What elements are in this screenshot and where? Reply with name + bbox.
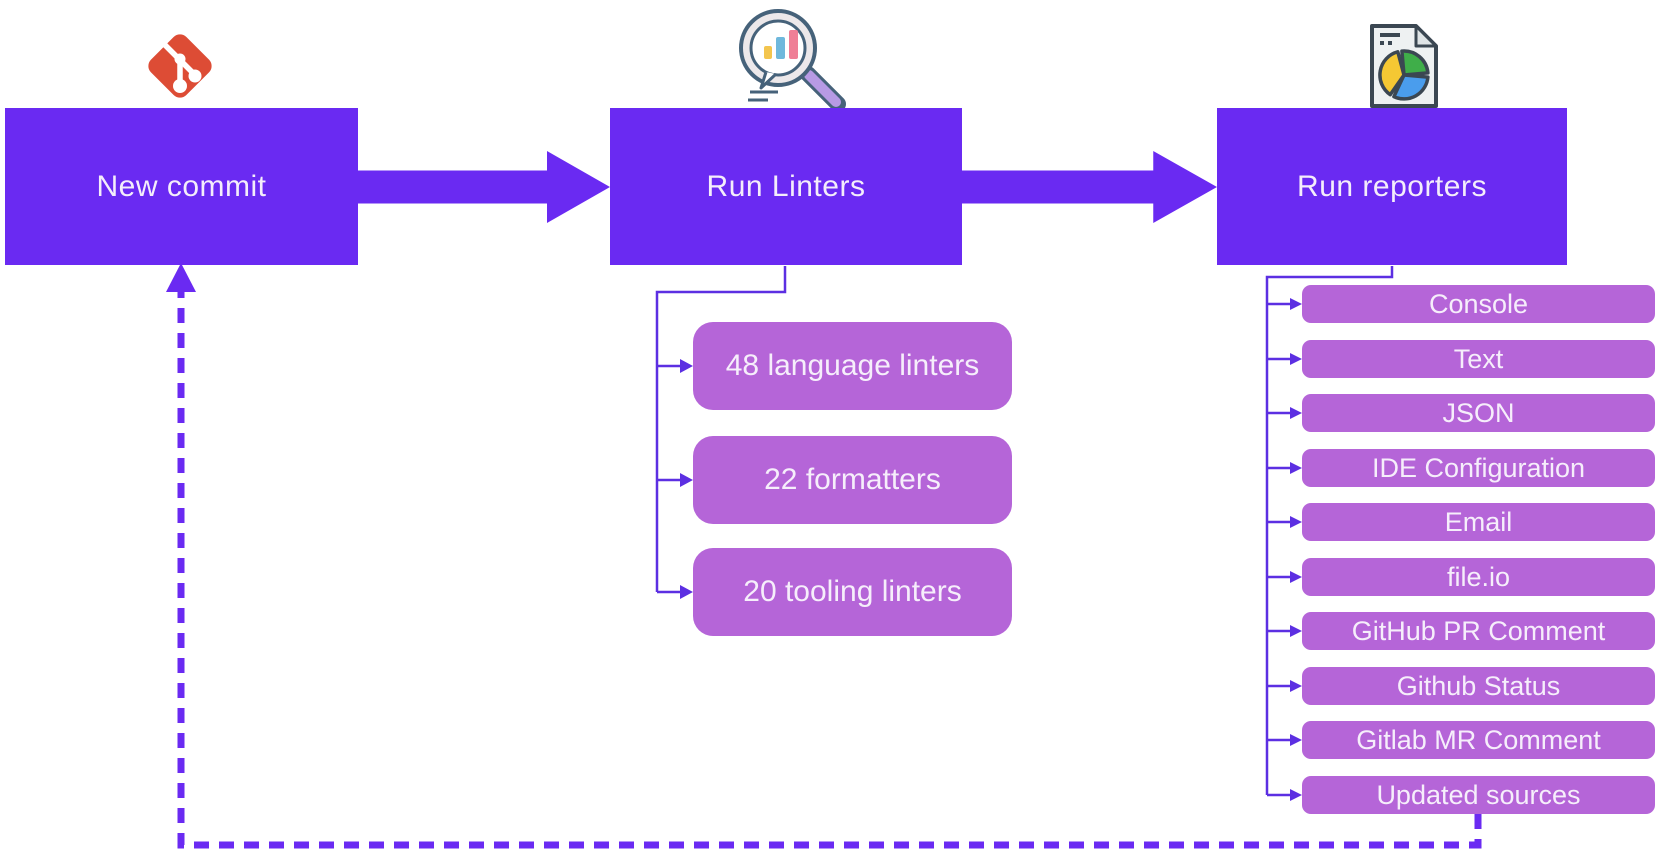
reporter-item-label: Text bbox=[1453, 343, 1504, 374]
reporter-item-label: GitHub PR Comment bbox=[1351, 615, 1606, 646]
node-new-commit-label: New commit bbox=[96, 169, 267, 203]
linter-item-language-linters: 48 language linters bbox=[693, 322, 1012, 410]
reporter-item-updated-sources: Updated sources bbox=[1302, 776, 1655, 814]
reporter-item-json: JSON bbox=[1302, 394, 1655, 432]
linter-item-formatters: 22 formatters bbox=[693, 436, 1012, 524]
reporter-item-ide-configuration: IDE Configuration bbox=[1302, 449, 1655, 487]
linters-connector bbox=[655, 266, 787, 599]
reporter-item-label: file.io bbox=[1446, 561, 1511, 592]
reporter-item-label: Updated sources bbox=[1376, 779, 1581, 810]
linter-item-label: 48 language linters bbox=[725, 349, 980, 382]
linter-item-label: 22 formatters bbox=[764, 463, 941, 496]
reporter-item-label: Email bbox=[1444, 506, 1513, 537]
node-run-reporters: Run reporters bbox=[1217, 108, 1567, 265]
reporter-item-file-io: file.io bbox=[1302, 558, 1655, 596]
reporters-connector bbox=[1265, 266, 1394, 801]
reporter-item-github-status: Github Status bbox=[1302, 667, 1655, 705]
linter-item-label: 20 tooling linters bbox=[743, 575, 962, 608]
reporter-item-label: JSON bbox=[1442, 397, 1515, 428]
reporter-item-label: Github Status bbox=[1396, 670, 1561, 701]
node-run-linters: Run Linters bbox=[610, 108, 962, 265]
feedback-loop-dashed-arrow bbox=[166, 263, 1482, 849]
node-run-linters-label: Run Linters bbox=[706, 169, 866, 203]
pie-chart-report-icon bbox=[1366, 23, 1442, 109]
node-run-reporters-label: Run reporters bbox=[1297, 169, 1487, 203]
reporter-item-github-pr-comment: GitHub PR Comment bbox=[1302, 612, 1655, 650]
reporter-item-label: Console bbox=[1428, 288, 1529, 319]
linter-item-tooling-linters: 20 tooling linters bbox=[693, 548, 1012, 636]
reporter-item-email: Email bbox=[1302, 503, 1655, 541]
git-icon bbox=[140, 26, 220, 106]
node-new-commit: New commit bbox=[5, 108, 358, 265]
reporter-item-gitlab-mr-comment: Gitlab MR Comment bbox=[1302, 721, 1655, 759]
reporter-item-text: Text bbox=[1302, 340, 1655, 378]
magnifier-bar-chart-icon bbox=[700, 0, 860, 115]
reporter-item-label: IDE Configuration bbox=[1371, 452, 1586, 483]
reporter-item-console: Console bbox=[1302, 285, 1655, 323]
reporter-item-label: Gitlab MR Comment bbox=[1356, 724, 1601, 755]
